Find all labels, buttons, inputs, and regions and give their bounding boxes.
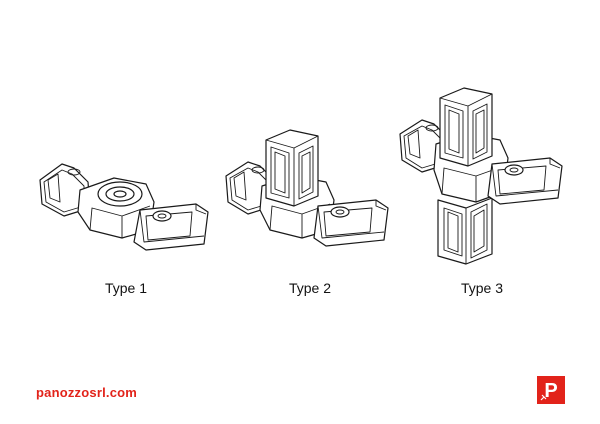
caption-type-1: Type 1 [104, 280, 148, 296]
panozzo-logo-icon: P [537, 376, 565, 404]
connector-type-1-drawing [39, 163, 209, 251]
caption-type-2: Type 2 [288, 280, 332, 296]
logo-letter: P [544, 380, 557, 402]
connector-type-3-drawing [399, 87, 563, 265]
website-link[interactable]: panozzosrl.com [36, 385, 138, 400]
caption-type-3: Type 3 [460, 280, 504, 296]
connector-type-2-drawing [225, 129, 389, 247]
